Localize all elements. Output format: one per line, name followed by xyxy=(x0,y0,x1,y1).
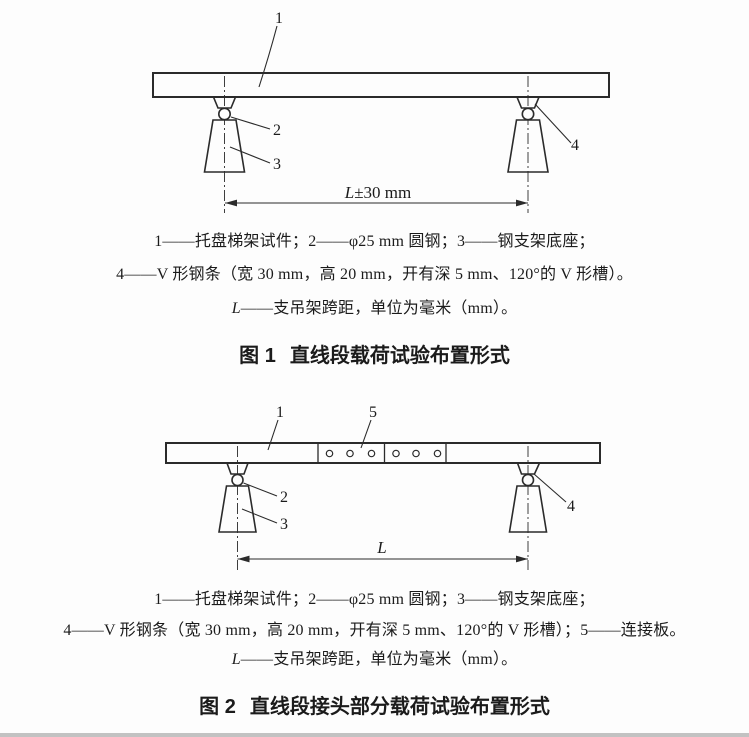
fig1-dim-arrow-right xyxy=(516,199,528,207)
fig2-right-support xyxy=(508,446,548,570)
fig2-bolt-hole xyxy=(412,449,420,458)
fig1-leader-2 xyxy=(230,116,271,130)
fig2-legend-line1-text: 1——托盘梯架试件；2——φ25 mm 圆钢；3——钢支架底座； xyxy=(154,591,595,608)
fig2-left-round-steel xyxy=(231,473,244,487)
fig2-bolt-holes xyxy=(325,449,442,458)
fig1-right-support xyxy=(507,76,549,213)
fig1-dim-arrow-left xyxy=(225,199,237,207)
fig2-left-v-bar xyxy=(225,462,250,475)
figure-2-drawing: 1 5 2 3 4 L xyxy=(165,404,601,570)
fig2-leader-3 xyxy=(241,508,278,524)
scan-edge-artifact xyxy=(0,733,749,737)
fig2-bolt-hole xyxy=(392,449,400,458)
fig1-legend-line3: L——支吊架跨距，单位为毫米（mm）。 xyxy=(0,299,749,319)
fig2-bolt-hole xyxy=(433,449,442,458)
fig1-leader-4 xyxy=(534,103,572,144)
fig2-right-support-base xyxy=(508,485,548,533)
fig1-caption-title: 直线段载荷试验布置形式 xyxy=(289,345,510,367)
fig1-legend-line3-symbol: L xyxy=(231,300,241,317)
fig2-left-support-base xyxy=(218,485,257,533)
fig2-part-label-2: 2 xyxy=(280,489,288,506)
fig2-right-round-steel xyxy=(521,473,535,487)
fig2-dim-arrow-right xyxy=(516,555,528,563)
fig2-legend-line3-symbol: L xyxy=(231,651,241,668)
fig2-left-support xyxy=(218,446,257,570)
fig2-dimension-text: L xyxy=(376,538,386,557)
fig2-legend-line2-text: 4——V 形钢条（宽 30 mm，高 20 mm，开有深 5 mm、120°的 … xyxy=(63,622,686,639)
fig2-bolt-hole xyxy=(367,449,376,458)
fig1-right-v-bar xyxy=(515,96,541,109)
fig1-caption-number: 图 1 xyxy=(239,345,276,367)
fig2-bolt-hole xyxy=(325,449,334,458)
fig2-legend-line2: 4——V 形钢条（宽 30 mm，高 20 mm，开有深 5 mm、120°的 … xyxy=(0,621,749,641)
fig2-tray-ladder-beam xyxy=(165,442,601,464)
fig1-legend-line1: 1——托盘梯架试件；2——φ25 mm 圆钢；3——钢支架底座； xyxy=(0,232,749,252)
fig2-part-label-1: 1 xyxy=(276,404,284,421)
fig1-part-label-1: 1 xyxy=(275,10,283,27)
fig2-bolt-hole xyxy=(346,449,354,458)
fig2-part-label-5: 5 xyxy=(369,404,377,421)
fig2-caption: 图 2 直线段接头部分载荷试验布置形式 xyxy=(0,695,749,719)
fig2-leader-2 xyxy=(243,482,278,497)
fig2-leader-1 xyxy=(267,419,279,451)
fig2-part-label-3: 3 xyxy=(280,516,288,533)
fig1-dim-symbol: L xyxy=(344,183,354,202)
fig2-legend-line3: L——支吊架跨距，单位为毫米（mm）。 xyxy=(0,650,749,670)
fig1-legend-line1-text: 1——托盘梯架试件；2——φ25 mm 圆钢；3——钢支架底座； xyxy=(154,233,595,250)
fig1-left-support-base xyxy=(203,119,246,173)
fig2-part-label-4: 4 xyxy=(567,498,575,515)
fig2-legend-line3-text: ——支吊架跨距，单位为毫米（mm）。 xyxy=(240,651,518,668)
fig1-leader-1 xyxy=(258,25,278,88)
fig1-dim-tolerance: ±30 mm xyxy=(354,183,411,202)
fig1-left-support xyxy=(203,76,246,213)
fig2-leader-4 xyxy=(533,473,567,503)
fig1-left-v-bar xyxy=(212,96,237,109)
fig2-span-dimension: L xyxy=(237,538,528,563)
fig1-leader-3 xyxy=(229,146,271,164)
fig1-right-support-base xyxy=(507,119,549,173)
fig1-part-label-3: 3 xyxy=(273,156,281,173)
fig1-legend-line2-text: 4——V 形钢条（宽 30 mm，高 20 mm，开有深 5 mm、120°的 … xyxy=(116,266,633,283)
fig1-tray-ladder-beam xyxy=(152,72,610,98)
fig2-leader-5 xyxy=(360,419,372,449)
fig1-part-label-2: 2 xyxy=(273,122,281,139)
fig2-right-v-bar xyxy=(516,462,541,475)
fig2-caption-title: 直线段接头部分载荷试验布置形式 xyxy=(249,696,550,718)
fig2-caption-number: 图 2 xyxy=(199,696,236,718)
fig2-legend-line1: 1——托盘梯架试件；2——φ25 mm 圆钢；3——钢支架底座； xyxy=(0,590,749,610)
fig1-left-round-steel xyxy=(218,107,232,121)
fig1-right-round-steel xyxy=(521,107,535,121)
fig1-legend-line3-text: ——支吊架跨距，单位为毫米（mm）。 xyxy=(240,300,518,317)
fig1-span-dimension: L±30 mm xyxy=(225,183,528,207)
fig1-legend-line2: 4——V 形钢条（宽 30 mm，高 20 mm，开有深 5 mm、120°的 … xyxy=(0,265,749,285)
fig2-dim-arrow-left xyxy=(237,555,250,563)
fig1-part-label-4: 4 xyxy=(571,137,579,154)
fig1-dimension-text: L±30 mm xyxy=(344,183,412,202)
figure-1-drawing: 1 2 3 4 L±30 mm xyxy=(152,10,610,213)
fig1-caption: 图 1 直线段载荷试验布置形式 xyxy=(0,344,749,368)
